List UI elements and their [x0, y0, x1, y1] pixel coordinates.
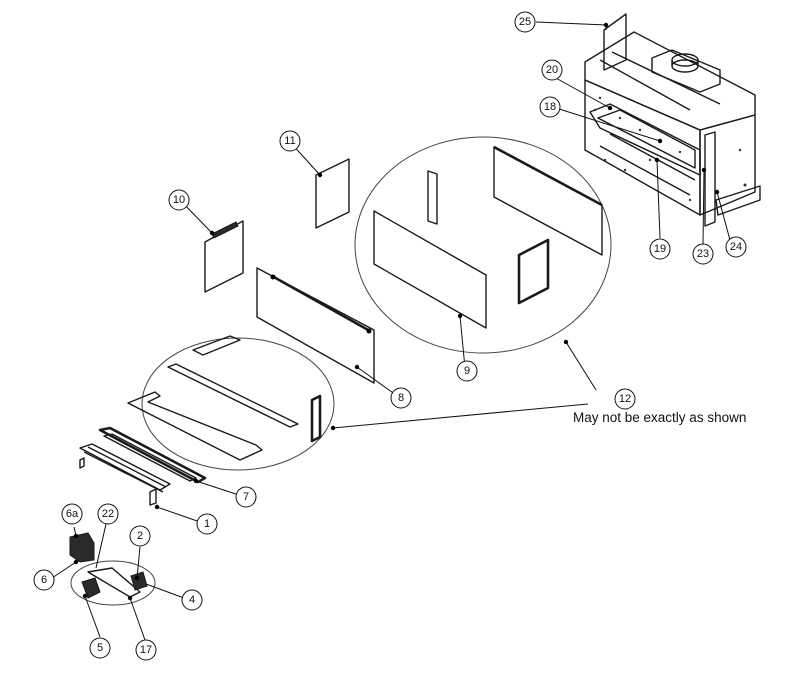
valve-4: [130, 571, 148, 591]
panel-11: [315, 158, 350, 229]
valve-bracket-6a: [69, 532, 95, 563]
callout-6: 6: [33, 569, 55, 591]
svg-text:10: 10: [173, 194, 185, 206]
svg-text:18: 18: [544, 101, 556, 113]
callout-9: 9: [456, 360, 478, 382]
svg-text:6: 6: [41, 574, 47, 586]
svg-text:25: 25: [519, 16, 531, 28]
valve-ellipse: [70, 560, 156, 606]
glass-panel-8: [256, 267, 375, 384]
svg-text:17: 17: [140, 644, 152, 656]
callout-5: 5: [89, 637, 111, 659]
flue-box: [651, 49, 721, 93]
callout-4: 4: [181, 589, 203, 611]
disclaimer-note: May not be exactly as shown: [573, 410, 747, 425]
base-liner-strip: [167, 363, 299, 428]
front-liner: [373, 210, 487, 329]
leader-lines: [51, 21, 731, 641]
svg-text:4: 4: [189, 594, 195, 606]
callout-6a: 6a: [61, 503, 83, 525]
firebox-opening: [589, 103, 701, 176]
svg-text:6a: 6a: [66, 508, 79, 520]
svg-text:19: 19: [654, 243, 666, 255]
valve-5: [81, 577, 101, 599]
callout-19: 19: [649, 238, 671, 260]
callout-25: 25: [514, 11, 536, 33]
callout-22: 22: [97, 503, 119, 525]
callout-12: 12: [614, 388, 636, 410]
side-body: [699, 114, 756, 216]
svg-text:11: 11: [284, 135, 295, 147]
callout-20: 20: [541, 59, 563, 81]
base-liner-l-piece: [127, 391, 263, 461]
callout-11: 11: [279, 130, 301, 152]
callout-7: 7: [235, 486, 257, 508]
log-grate-1: [79, 443, 171, 491]
callout-18: 18: [539, 96, 561, 118]
svg-text:24: 24: [730, 241, 742, 253]
svg-text:12: 12: [619, 393, 631, 405]
svg-text:1: 1: [204, 518, 210, 530]
liner-group-ellipse: [354, 136, 612, 354]
callout-10: 10: [168, 189, 190, 211]
base-liner-side: [310, 394, 322, 443]
base-liner-piece-a: [192, 335, 241, 356]
valve-plate: [87, 567, 141, 598]
svg-text:9: 9: [464, 365, 470, 377]
top-frame: [584, 31, 756, 131]
callout-8: 8: [390, 387, 412, 409]
svg-text:2: 2: [137, 530, 143, 542]
firebox-assembly: [584, 13, 761, 227]
svg-text:22: 22: [102, 508, 114, 520]
base-liner-ellipse: [141, 337, 335, 471]
side-liner-small: [427, 170, 438, 225]
svg-text:20: 20: [546, 64, 558, 76]
callout-23: 23: [692, 243, 714, 265]
rear-panel: [603, 13, 627, 71]
callout-1: 1: [196, 513, 218, 535]
svg-text:23: 23: [697, 248, 709, 260]
callout-17: 17: [135, 639, 157, 661]
side-liner-right: [517, 238, 550, 305]
panel-10-bracket: [211, 221, 239, 239]
grate-frame-7: [98, 426, 207, 484]
svg-text:5: 5: [97, 642, 103, 654]
callout-2: 2: [129, 525, 151, 547]
callout-24: 24: [725, 236, 747, 258]
svg-text:8: 8: [398, 392, 404, 404]
svg-text:7: 7: [243, 491, 249, 503]
